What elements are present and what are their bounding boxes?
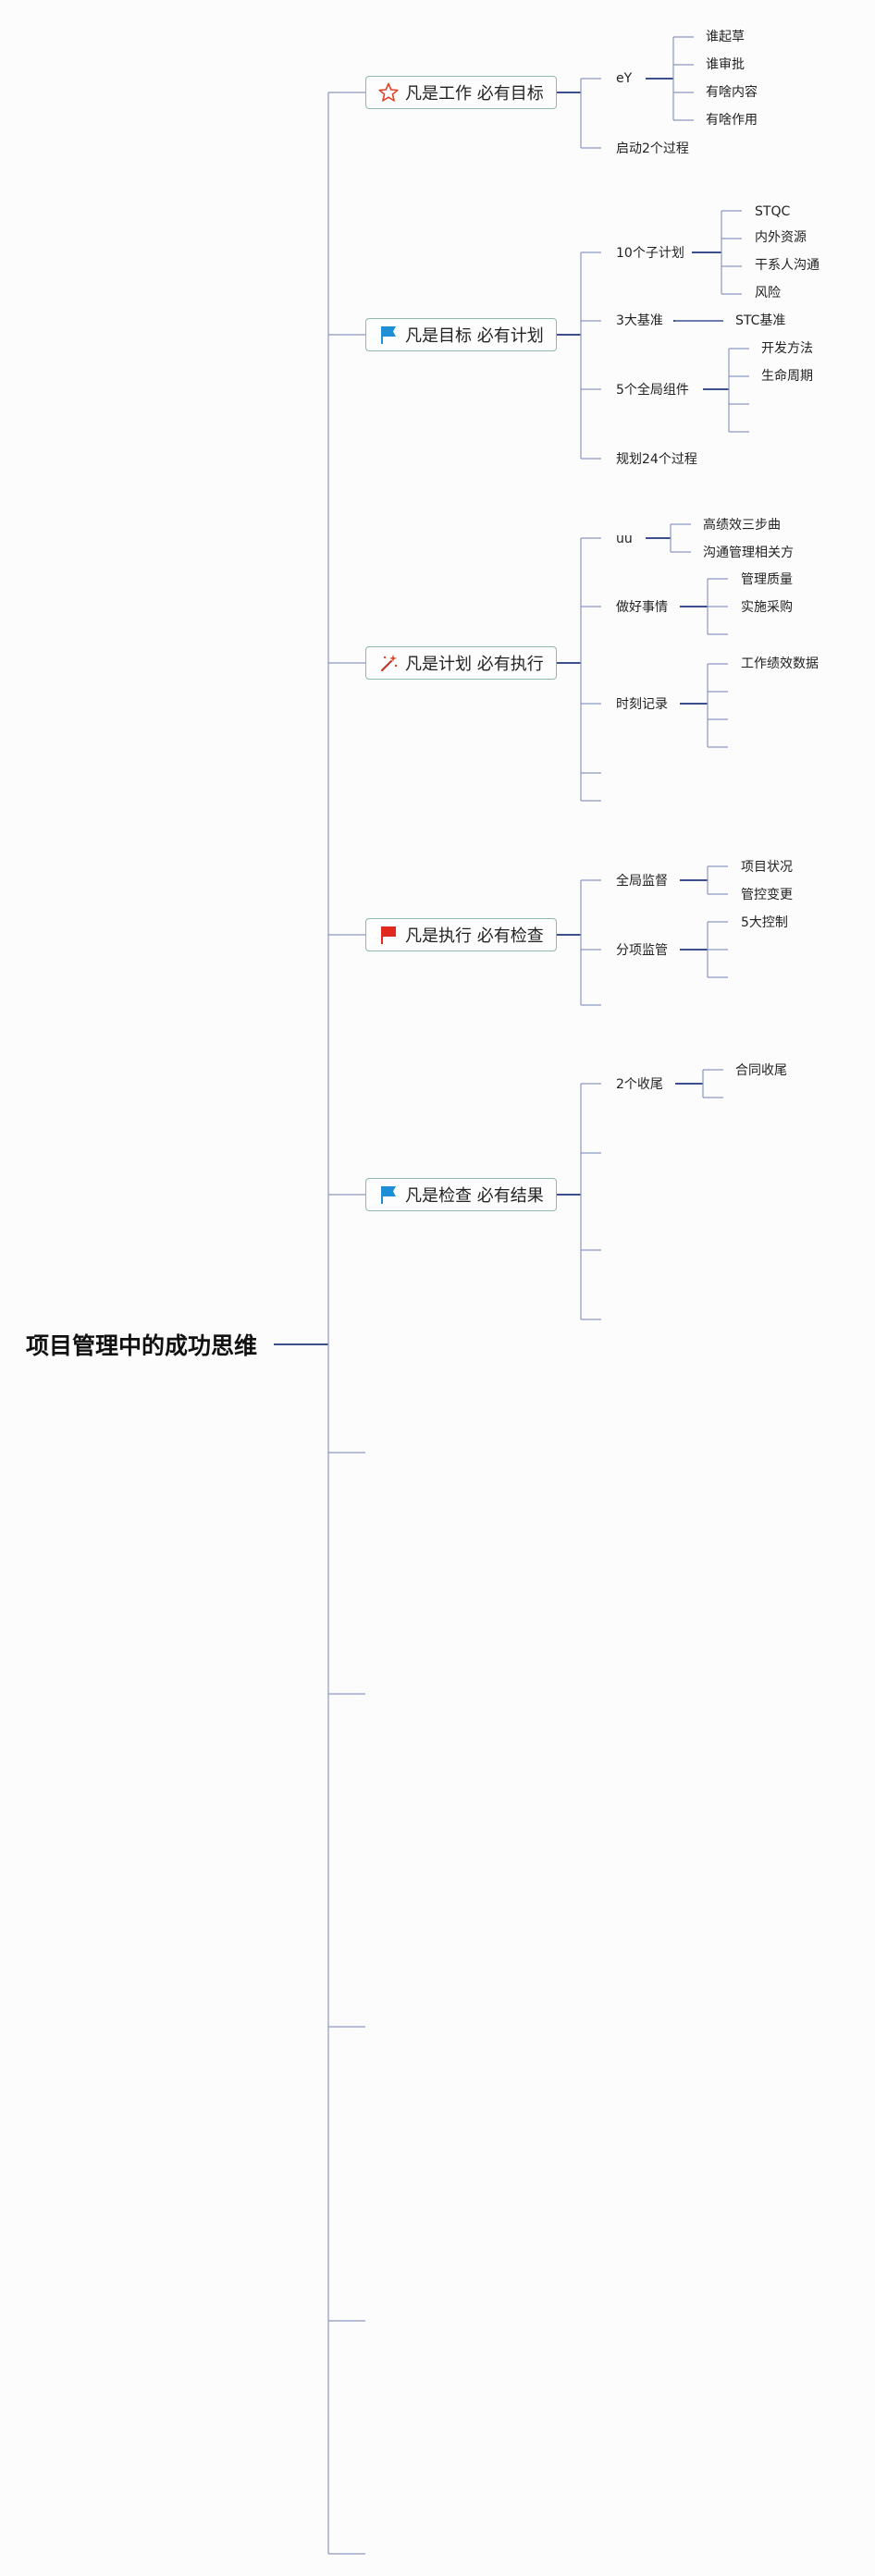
leaf-manage-quality[interactable]: 管理质量 [741,572,793,587]
topic-label: 凡是检查 必有结果 [405,1186,544,1206]
leaf-work-performance-data[interactable]: 工作绩效数据 [741,656,819,671]
leaf-conduct-procurement[interactable]: 实施采购 [741,600,793,615]
node-uu[interactable]: uu [616,532,633,546]
blue-flag-icon [377,324,400,346]
node-ten-subplans[interactable]: 10个子计划 [616,246,684,261]
leaf-project-status[interactable]: 项目状况 [741,860,793,875]
topic-check-result[interactable]: 凡是检查 必有结果 [365,1178,557,1211]
leaf-who-approves[interactable]: 谁审批 [706,57,745,72]
leaf-manage-stakeholder-communication[interactable]: 沟通管理相关方 [703,546,794,560]
topic-label: 凡是目标 必有计划 [405,326,544,346]
red-flag-icon [377,924,400,946]
leaf-contract-closing[interactable]: 合同收尾 [735,1063,787,1078]
leaf-high-performance-steps[interactable]: 高绩效三步曲 [703,518,781,533]
leaf-risk[interactable]: 风险 [755,286,781,301]
leaf-internal-external-resources[interactable]: 内外资源 [755,230,807,245]
node-three-baselines[interactable]: 3大基准 [616,313,663,328]
topic-work-goal[interactable]: 凡是工作 必有目标 [365,76,557,109]
node-planning-processes[interactable]: 规划24个过程 [616,452,697,467]
leaf-stqc[interactable]: STQC [755,204,791,219]
node-ey[interactable]: eY [616,71,633,86]
node-itemized-monitoring[interactable]: 分项监管 [616,943,668,958]
topic-goal-plan[interactable]: 凡是目标 必有计划 [365,318,557,351]
leaf-stakeholder-communication[interactable]: 干系人沟通 [755,258,820,273]
topic-plan-execute[interactable]: 凡是计划 必有执行 [365,646,557,680]
topic-label: 凡是计划 必有执行 [405,655,544,674]
leaf-development-approach[interactable]: 开发方法 [761,341,813,356]
node-record-always[interactable]: 时刻记录 [616,697,668,712]
leaf-what-purpose[interactable]: 有啥作用 [706,113,758,128]
node-initiating-processes[interactable]: 启动2个过程 [616,141,689,156]
leaf-what-content[interactable]: 有啥内容 [706,85,758,100]
leaf-stc-baseline[interactable]: STC基准 [735,313,786,328]
leaf-who-drafts[interactable]: 谁起草 [706,30,745,44]
leaf-control-changes[interactable]: 管控变更 [741,888,793,902]
topic-label: 凡是执行 必有检查 [405,926,544,946]
root-topic[interactable]: 项目管理中的成功思维 [26,1332,258,1359]
topic-label: 凡是工作 必有目标 [405,84,544,104]
node-five-global-components[interactable]: 5个全局组件 [616,383,689,398]
leaf-five-controls[interactable]: 5大控制 [741,915,788,930]
leaf-life-cycle[interactable]: 生命周期 [761,369,813,384]
wand-icon [377,652,400,674]
node-global-monitoring[interactable]: 全局监督 [616,874,668,889]
topic-execute-check[interactable]: 凡是执行 必有检查 [365,918,557,951]
node-do-things-well[interactable]: 做好事情 [616,600,668,615]
node-two-closings[interactable]: 2个收尾 [616,1077,663,1092]
star-icon [377,81,400,104]
blue-flag-icon [377,1184,400,1206]
